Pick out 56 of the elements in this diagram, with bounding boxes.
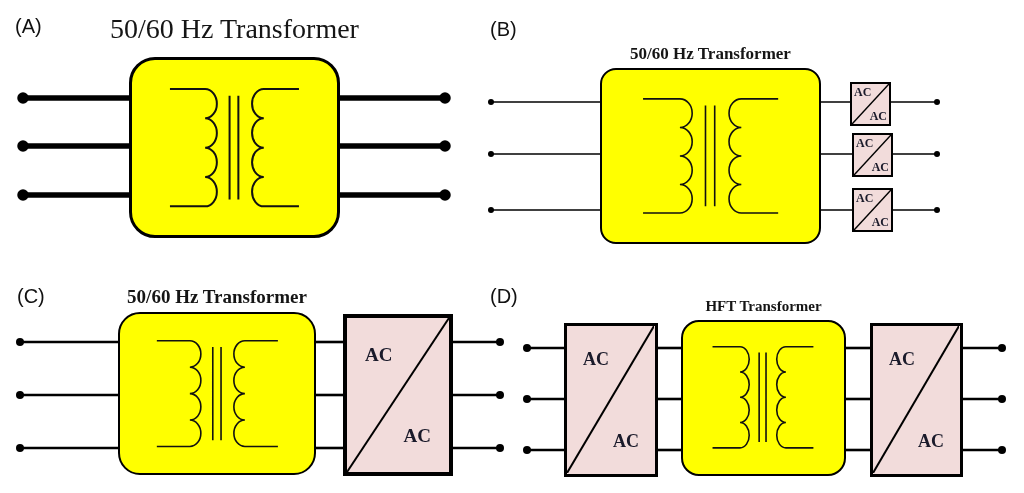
wire <box>890 99 940 105</box>
wire <box>17 140 129 152</box>
wire <box>488 207 601 213</box>
panel-label: (A) <box>15 15 42 38</box>
converter-label: AC <box>854 86 872 98</box>
wire <box>846 448 870 452</box>
transformer-title: HFT Transformer <box>705 298 822 316</box>
wire <box>453 391 504 399</box>
wire <box>846 397 870 401</box>
wire <box>488 99 601 105</box>
wire <box>523 446 564 454</box>
converter-label: AC <box>856 137 874 149</box>
wire <box>316 446 343 450</box>
wire <box>820 153 853 155</box>
wire <box>523 395 564 403</box>
converter-label: AC <box>869 110 887 122</box>
wire <box>963 395 1006 403</box>
wire <box>892 151 940 157</box>
converter-label: AC <box>889 350 915 368</box>
wire <box>963 344 1006 352</box>
wire <box>523 344 564 352</box>
wire <box>963 446 1006 454</box>
wire <box>488 151 601 157</box>
transformer-title: 50/60 Hz Transformer <box>110 12 359 45</box>
converter-label: AC <box>403 426 431 445</box>
transformer-title: 50/60 Hz Transformer <box>127 286 307 308</box>
transformer-title: 50/60 Hz Transformer <box>630 44 791 64</box>
converter-label: AC <box>918 432 944 450</box>
wire <box>658 448 681 452</box>
wire <box>658 346 681 350</box>
wire <box>453 338 504 346</box>
panel-label: (B) <box>490 18 517 41</box>
wire <box>17 189 129 201</box>
wire <box>340 92 451 104</box>
wire <box>340 189 451 201</box>
wire <box>846 346 870 350</box>
converter-label: AC <box>365 345 393 364</box>
wire <box>820 101 851 103</box>
converter-label: AC <box>871 161 889 173</box>
wire <box>820 209 853 211</box>
wire <box>340 140 451 152</box>
wire <box>658 397 681 401</box>
wire <box>17 92 129 104</box>
wire <box>316 393 343 397</box>
wire <box>316 340 343 344</box>
converter-label: AC <box>613 432 639 450</box>
wire <box>16 338 118 346</box>
panel-label: (D) <box>490 285 518 308</box>
converter-label: AC <box>583 350 609 368</box>
panel-label: (C) <box>17 285 45 308</box>
converter-label: AC <box>856 192 874 204</box>
wire <box>16 391 118 399</box>
wire <box>453 444 504 452</box>
wire <box>16 444 118 452</box>
wire <box>892 207 940 213</box>
converter-label: AC <box>871 216 889 228</box>
